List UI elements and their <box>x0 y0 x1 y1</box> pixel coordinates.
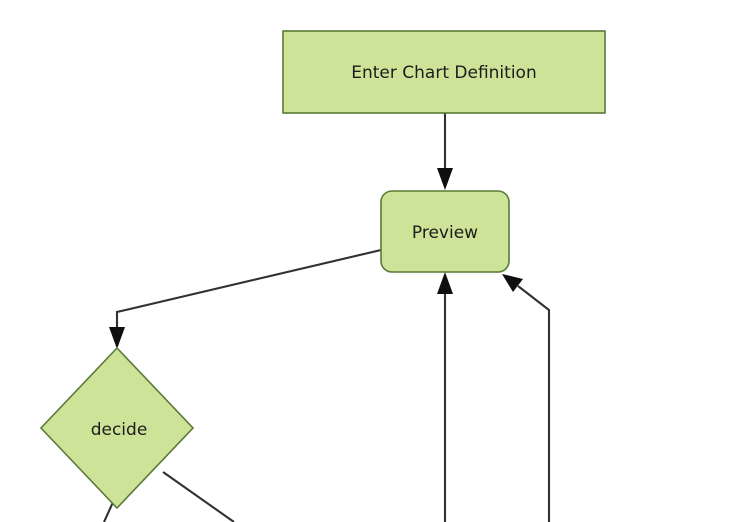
edge-bottom-right-to-preview <box>502 274 551 522</box>
edge-enter-to-preview <box>437 113 453 190</box>
node-enter-chart-definition[interactable]: Enter Chart Definition <box>282 30 606 114</box>
edge-bottom-center-to-preview <box>437 272 453 522</box>
node-label-enter-chart-definition: Enter Chart Definition <box>351 63 536 83</box>
node-preview[interactable]: Preview <box>380 190 510 273</box>
edge-line <box>517 285 551 522</box>
arrowhead-icon <box>502 274 523 292</box>
edge-decide-bottom-right <box>162 471 235 522</box>
node-diamond[interactable] <box>39 346 195 510</box>
edge-preview-to-decide <box>109 248 382 349</box>
edge-line <box>115 248 382 328</box>
node-label-decide: decide <box>91 420 148 440</box>
arrowhead-icon <box>109 327 125 349</box>
node-rounded-rectangle[interactable] <box>380 190 510 273</box>
arrowhead-icon <box>437 168 453 190</box>
node-rectangle[interactable] <box>282 30 606 114</box>
edge-line <box>162 471 235 522</box>
arrowhead-icon <box>437 272 453 294</box>
node-label-preview: Preview <box>412 223 478 243</box>
node-decide[interactable]: decide <box>39 346 195 510</box>
